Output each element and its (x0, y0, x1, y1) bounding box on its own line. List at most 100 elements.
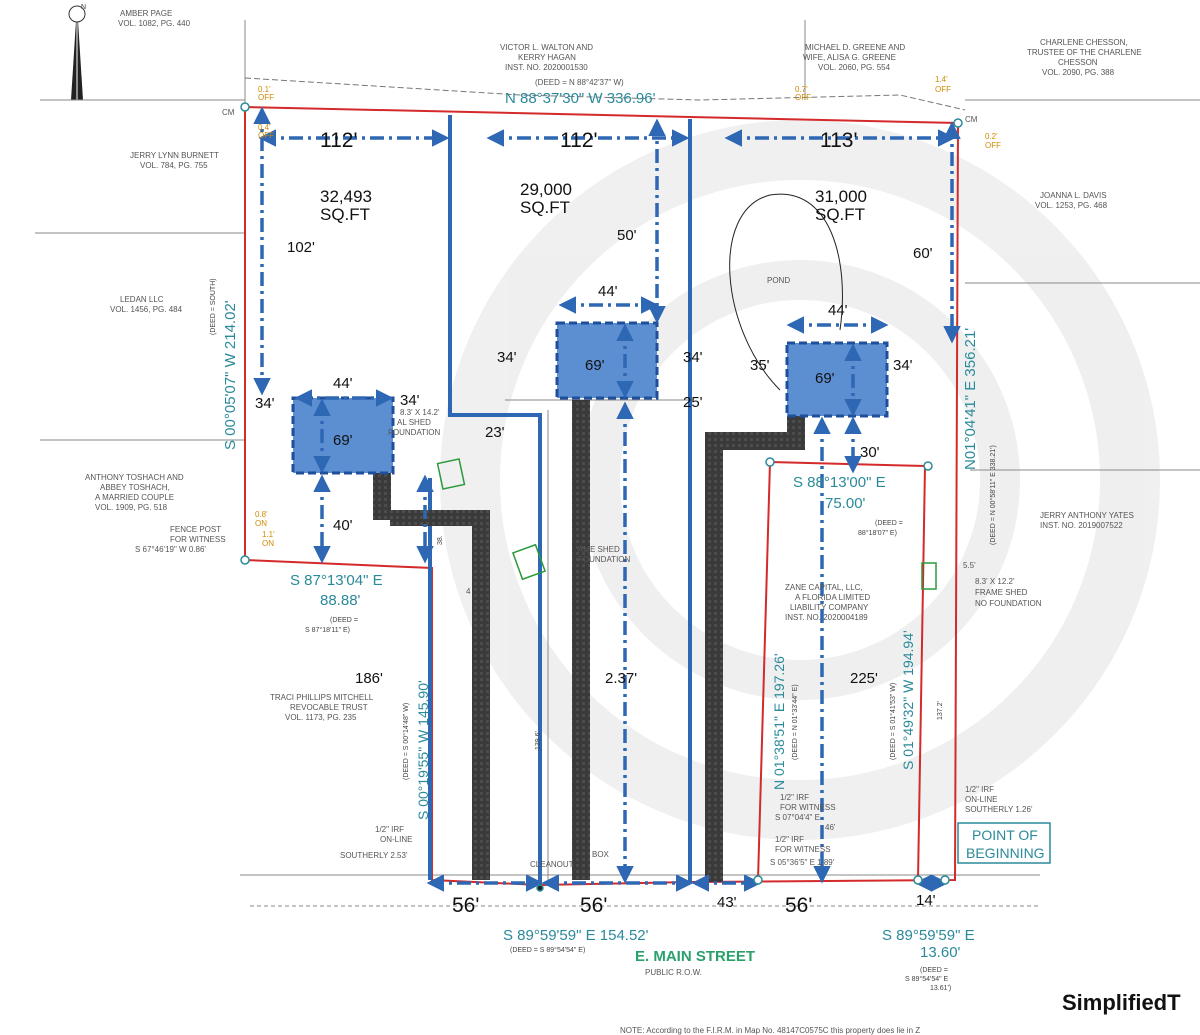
svg-text:FRAME SHED: FRAME SHED (975, 588, 1028, 597)
svg-text:OFF: OFF (795, 93, 811, 102)
lot-3-width: 113' (820, 129, 858, 152)
svg-text:S 00°05'07" W 214.02': S 00°05'07" W 214.02' (222, 300, 239, 450)
svg-text:WIFE, ALISA G. GREENE: WIFE, ALISA G. GREENE (803, 53, 896, 62)
svg-text:CM: CM (965, 115, 978, 124)
svg-text:VOL. 1253, PG. 468: VOL. 1253, PG. 468 (1035, 201, 1108, 210)
lot-2-width: 112' (560, 129, 598, 152)
svg-text:56': 56' (785, 894, 812, 917)
svg-text:JERRY ANTHONY YATES: JERRY ANTHONY YATES (1040, 511, 1134, 520)
svg-text:A FLORIDA LIMITED: A FLORIDA LIMITED (795, 593, 870, 602)
lot-2-area: 29,000 (520, 180, 572, 199)
svg-text:186': 186' (355, 670, 383, 687)
svg-text:1/2" IRF: 1/2" IRF (375, 825, 404, 834)
svg-text:75.00': 75.00' (825, 495, 866, 512)
svg-text:FOR WITNESS: FOR WITNESS (170, 535, 226, 544)
svg-text:A MARRIED COUPLE: A MARRIED COUPLE (95, 493, 174, 502)
svg-text:40': 40' (333, 517, 353, 534)
svg-text:OFF: OFF (258, 93, 274, 102)
svg-text:43': 43' (717, 894, 737, 911)
svg-text:JERRY LYNN BURNETT: JERRY LYNN BURNETT (130, 151, 219, 160)
svg-text:1/2" IRF: 1/2" IRF (775, 835, 804, 844)
svg-text:CHARLENE CHESSON,: CHARLENE CHESSON, (1040, 38, 1128, 47)
svg-text:13.61'): 13.61') (930, 985, 951, 992)
svg-text:0.7': 0.7' (795, 85, 808, 94)
owner-labels: AMBER PAGE VOL. 1082, PG. 440 VICTOR L. … (85, 9, 1142, 722)
svg-text:OFF: OFF (258, 131, 274, 140)
svg-text:2.37': 2.37' (605, 670, 637, 687)
svg-text:KERRY HAGAN: KERRY HAGAN (518, 53, 576, 62)
brand-logo: SimplifiedT (1062, 990, 1181, 1015)
svg-text:N01°04'41" E 356.21': N01°04'41" E 356.21' (962, 328, 979, 470)
svg-text:(DEED = N 88°42'37" W): (DEED = N 88°42'37" W) (535, 78, 624, 87)
svg-text:VOL. 1173, PG. 235: VOL. 1173, PG. 235 (285, 713, 357, 722)
house-labels: 69' 44' 34' 34' 69' 44' 69' 44' 35' 34' (255, 283, 913, 449)
svg-text:FOR WITNESS: FOR WITNESS (780, 803, 836, 812)
svg-text:(DEED = S 89°54'54" E): (DEED = S 89°54'54" E) (510, 946, 585, 954)
svg-text:69': 69' (333, 432, 353, 449)
lot-1-width: 112' (320, 129, 358, 152)
svg-text:ON-LINE: ON-LINE (380, 835, 412, 844)
svg-text:13.60': 13.60' (920, 944, 961, 961)
svg-text:CHESSON: CHESSON (1058, 58, 1098, 67)
svg-text:102': 102' (287, 239, 315, 256)
svg-text:69': 69' (585, 357, 605, 374)
svg-text:23': 23' (485, 424, 505, 441)
svg-text:INST. NO. 2019007522: INST. NO. 2019007522 (1040, 521, 1123, 530)
svg-text:TRUSTEE OF THE CHARLENE: TRUSTEE OF THE CHARLENE (1027, 48, 1142, 57)
svg-text:0.4': 0.4' (258, 123, 271, 132)
svg-text:(DEED =: (DEED = (920, 967, 948, 974)
svg-text:FOUNDATION: FOUNDATION (578, 555, 631, 564)
svg-text:44': 44' (598, 283, 618, 300)
svg-text:35': 35' (750, 357, 770, 374)
svg-text:S 67°46'19" W 0.86': S 67°46'19" W 0.86' (135, 545, 206, 554)
pond-outline (729, 193, 843, 391)
svg-text:34': 34' (683, 349, 703, 366)
svg-text:AL SHED: AL SHED (397, 418, 431, 427)
svg-text:46': 46' (825, 823, 836, 832)
north-arrow-icon: N (68, 4, 86, 100)
svg-text:50': 50' (617, 227, 637, 244)
svg-text:(DEED = S 00°14'48" W): (DEED = S 00°14'48" W) (402, 703, 410, 780)
svg-text:LIABILITY COMPANY: LIABILITY COMPANY (790, 603, 869, 612)
dimension-arrows (253, 106, 961, 892)
svg-text:ON: ON (262, 539, 274, 548)
svg-text:VOL. 2090, PG. 388: VOL. 2090, PG. 388 (1042, 68, 1115, 77)
svg-text:34': 34' (497, 349, 517, 366)
svg-text:0.8': 0.8' (255, 510, 268, 519)
svg-text:ANTHONY TOSHACH AND: ANTHONY TOSHACH AND (85, 473, 184, 482)
svg-text:INST. NO. 2020001530: INST. NO. 2020001530 (505, 63, 588, 72)
svg-text:MICHAEL D. GREENE AND: MICHAEL D. GREENE AND (805, 43, 905, 52)
svg-text:88.88': 88.88' (320, 592, 361, 609)
bearing-labels: N 88°37'30" W 336.96' S 00°05'07" W 214.… (210, 90, 997, 992)
svg-text:34': 34' (893, 357, 913, 374)
svg-text:(DEED = SOUTH): (DEED = SOUTH) (210, 278, 217, 335)
point-of-beginning-box: POINT OF BEGINNING (957, 822, 1051, 864)
svg-text:S 87°13'04" E: S 87°13'04" E (290, 572, 383, 589)
svg-text:60': 60' (913, 245, 933, 262)
svg-text:44': 44' (828, 302, 848, 319)
footer-note: NOTE: According to the F.I.R.M. in Map N… (620, 1026, 920, 1035)
svg-text:REVOCABLE TRUST: REVOCABLE TRUST (290, 703, 368, 712)
svg-text:56': 56' (580, 894, 607, 917)
svg-text:38.: 38. (437, 535, 444, 545)
svg-text:8.3' X 14.2': 8.3' X 14.2' (400, 408, 440, 417)
svg-text:S 07°04'4" E: S 07°04'4" E (775, 813, 820, 822)
svg-text:N 01°38'51" E 197.26': N 01°38'51" E 197.26' (771, 653, 787, 790)
svg-text:S 00°19'55" W 145.90': S 00°19'55" W 145.90' (415, 680, 431, 820)
svg-text:INST. NO. 2020004189: INST. NO. 2020004189 (785, 613, 868, 622)
lot-labels: 32,493 SQ.FT 29,000 SQ.FT 31,000 SQ.FT 1… (320, 129, 867, 224)
svg-text:BEGINNING: BEGINNING (966, 845, 1045, 861)
svg-text:N 88°37'30" W 336.96': N 88°37'30" W 336.96' (505, 90, 656, 107)
svg-text:34': 34' (255, 395, 275, 412)
svg-text:1/2" IRF: 1/2" IRF (780, 793, 809, 802)
svg-text:VOL. 1082, PG. 440: VOL. 1082, PG. 440 (118, 19, 191, 28)
svg-text:S 89°59'59" E 154.52': S 89°59'59" E 154.52' (503, 927, 649, 944)
svg-text:139.6': 139.6' (535, 731, 542, 750)
svg-text:OFF: OFF (935, 85, 951, 94)
street-label: E. MAIN STREET PUBLIC R.O.W. (635, 948, 755, 977)
svg-text:25': 25' (683, 394, 703, 411)
svg-text:225': 225' (850, 670, 878, 687)
watermark (440, 120, 1160, 840)
svg-text:S 89°54'54" E: S 89°54'54" E (905, 975, 949, 983)
